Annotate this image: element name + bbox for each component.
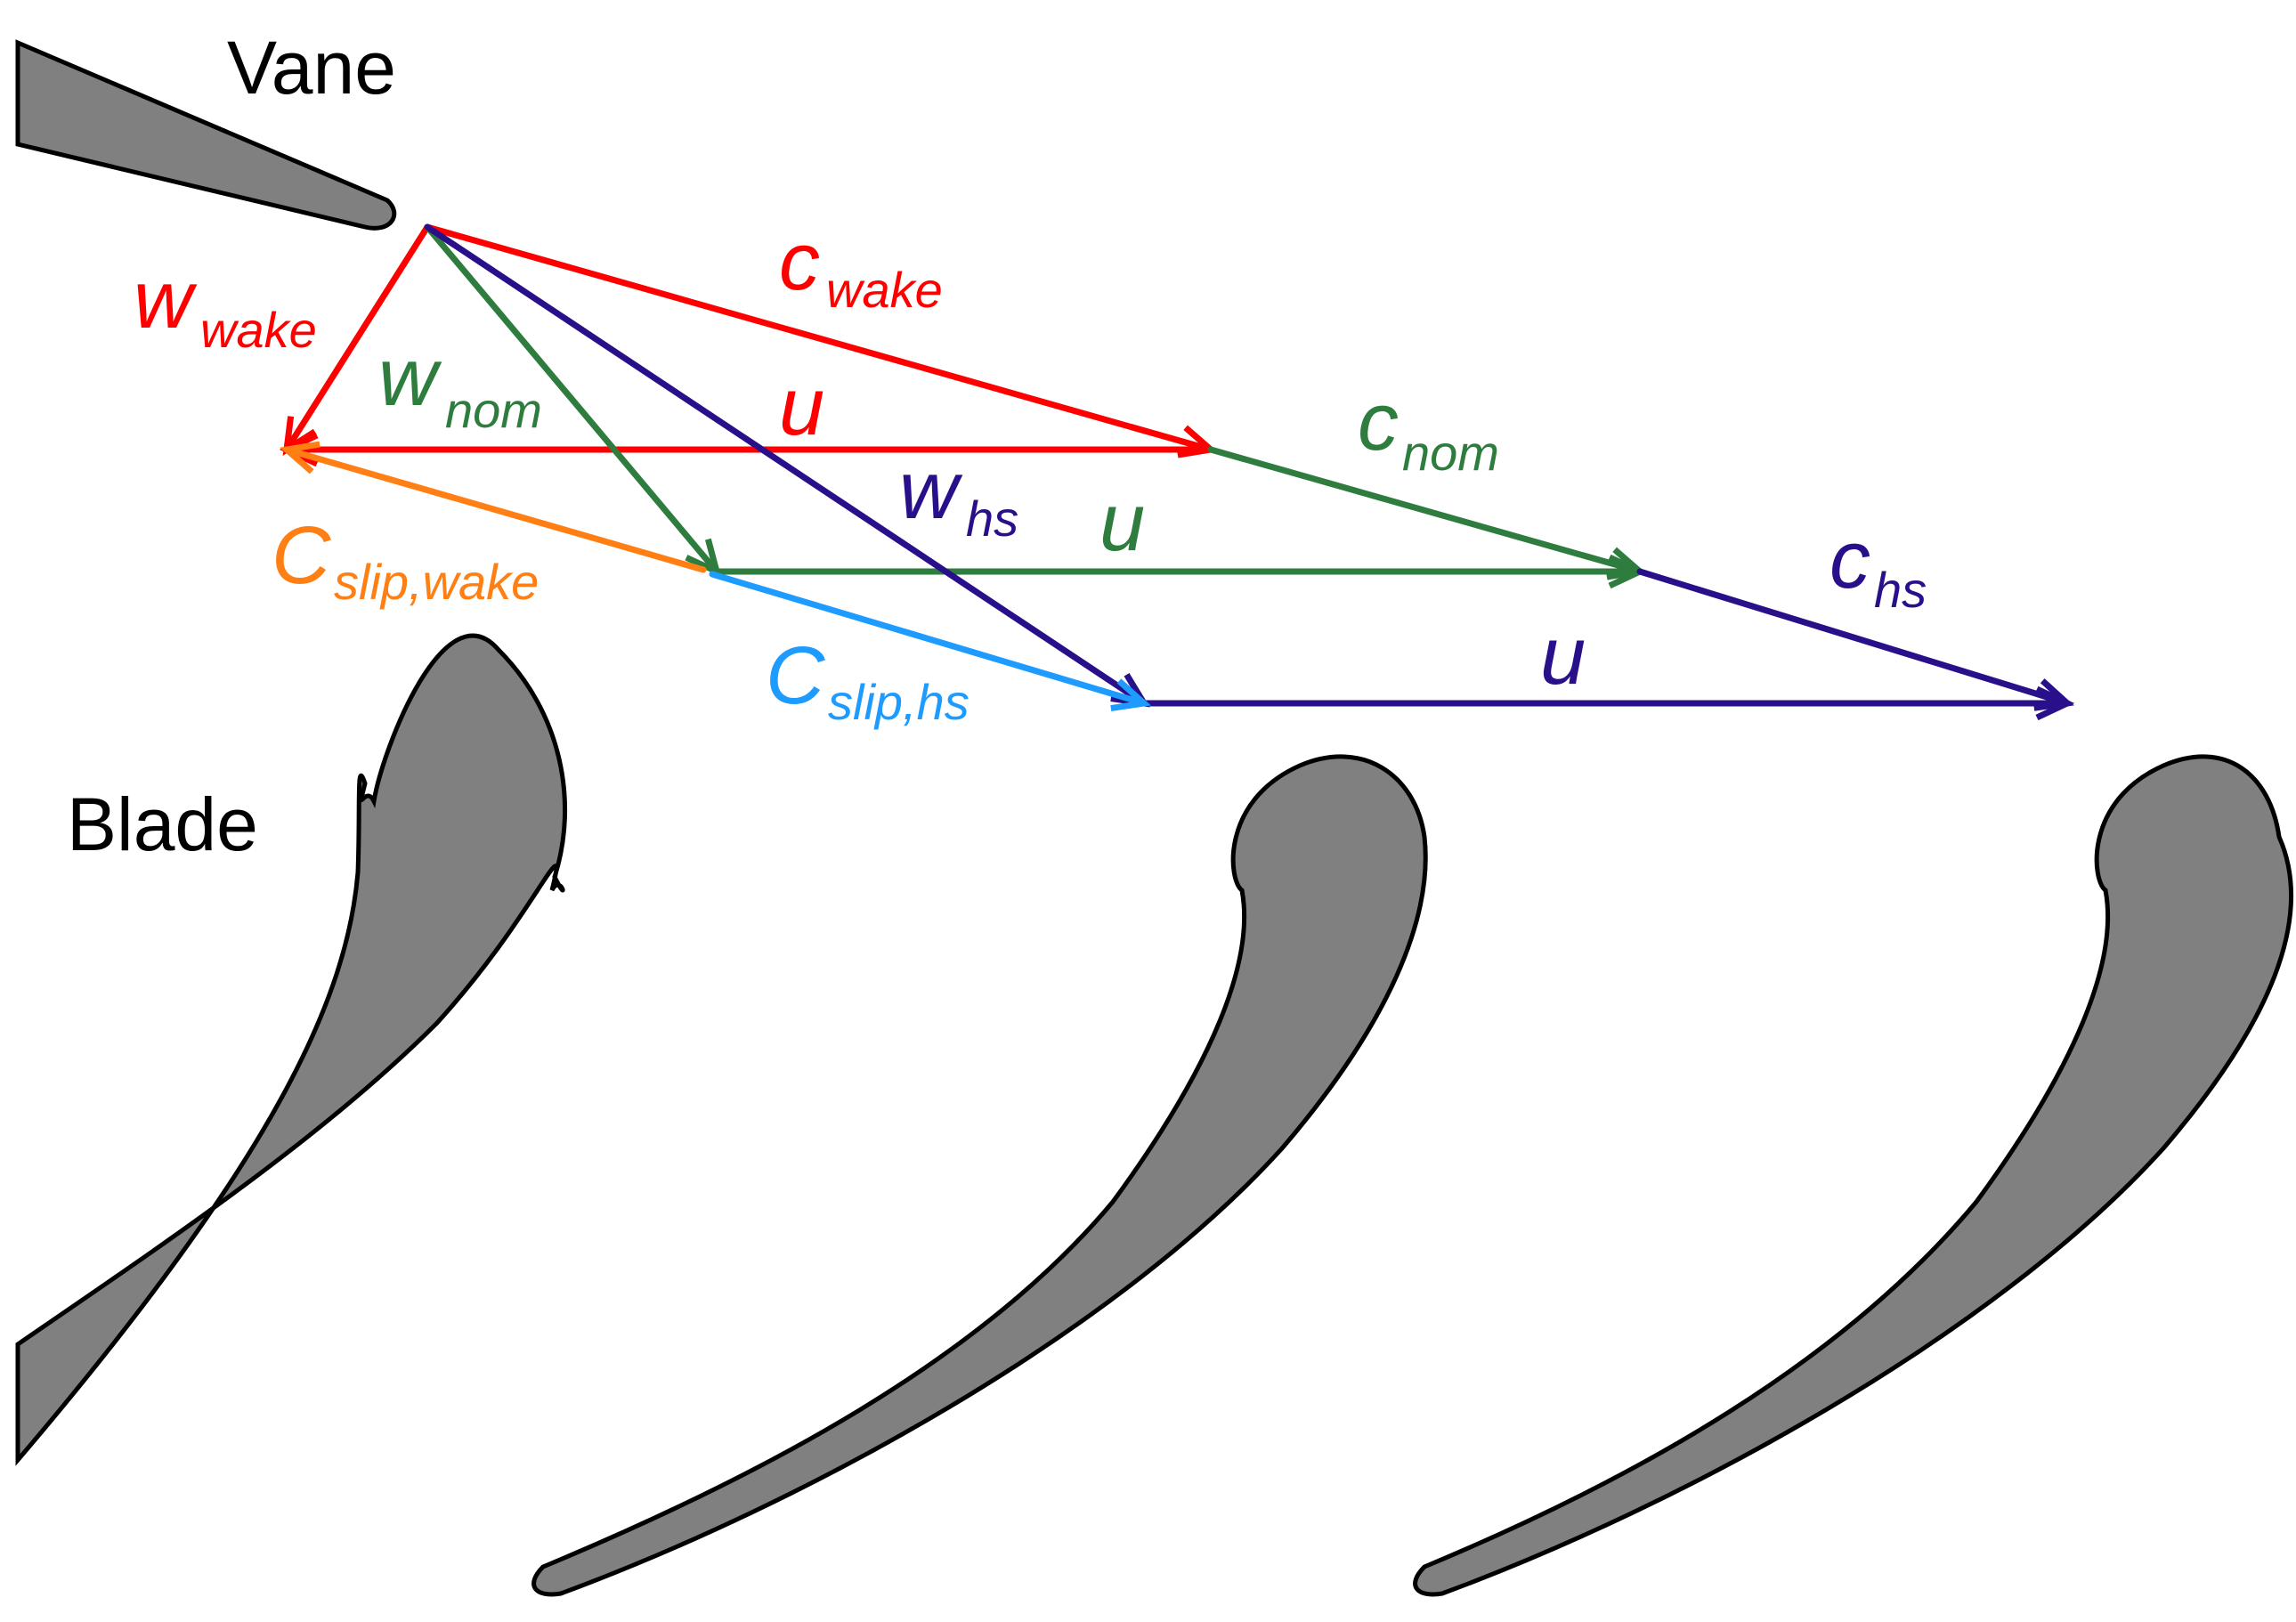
svg-text:C: C xyxy=(272,510,331,601)
svg-text:wake: wake xyxy=(200,302,317,358)
label-w-wake: w wake xyxy=(134,255,317,358)
svg-text:w: w xyxy=(134,255,198,345)
svg-text:w: w xyxy=(899,445,963,536)
svg-text:u: u xyxy=(1540,611,1586,702)
svg-text:hs: hs xyxy=(966,491,1018,547)
label-c-nom: c nom xyxy=(1358,377,1499,481)
svg-text:slip,wake: slip,wake xyxy=(334,554,539,610)
label-c-wake: c wake xyxy=(779,216,943,318)
svg-text:nom: nom xyxy=(1402,425,1499,481)
arrow-c-slip-wake-head xyxy=(280,441,320,474)
blade-airfoil-2 xyxy=(531,754,1428,1597)
blade-row xyxy=(15,633,2294,1597)
svg-text:u: u xyxy=(1099,477,1145,568)
label-c-slip-hs: C slip,hs xyxy=(766,630,970,730)
label-w-hs: w hs xyxy=(899,445,1018,547)
svg-text:hs: hs xyxy=(1874,562,1927,618)
blade-title: Blade xyxy=(67,783,258,866)
vectors-layer xyxy=(279,223,2075,721)
svg-text:wake: wake xyxy=(826,262,943,318)
blade-airfoil-3 xyxy=(1413,754,2294,1597)
label-w-nom: w nom xyxy=(378,332,542,438)
vane-airfoil xyxy=(15,39,397,231)
svg-text:slip,hs: slip,hs xyxy=(828,674,970,730)
blade-airfoil-1 xyxy=(15,633,568,1466)
arrow-c-slip-hs-head xyxy=(1110,678,1151,712)
svg-text:c: c xyxy=(1358,377,1399,467)
label-c-slip-wake: C slip,wake xyxy=(272,510,539,610)
svg-text:c: c xyxy=(779,216,820,307)
label-c-hs: c hs xyxy=(1829,515,1927,618)
arrow-c-hs-head xyxy=(2033,678,2074,711)
vane-title: Vane xyxy=(227,26,396,109)
arrow-u-hs xyxy=(1140,685,2075,721)
svg-text:C: C xyxy=(766,630,825,721)
label-u-hs: u xyxy=(1540,611,1586,702)
svg-text:u: u xyxy=(779,361,824,452)
label-u-wake: u xyxy=(779,361,824,452)
label-u-nom: u xyxy=(1099,477,1145,568)
svg-text:nom: nom xyxy=(445,382,542,438)
svg-text:c: c xyxy=(1829,515,1870,605)
arrow-c-slip-wake xyxy=(280,441,707,573)
arrow-c-hs xyxy=(1636,568,2074,711)
arrow-c-slip-hs xyxy=(709,571,1151,712)
arrow-u-nom xyxy=(713,554,1648,589)
svg-text:w: w xyxy=(378,332,442,423)
